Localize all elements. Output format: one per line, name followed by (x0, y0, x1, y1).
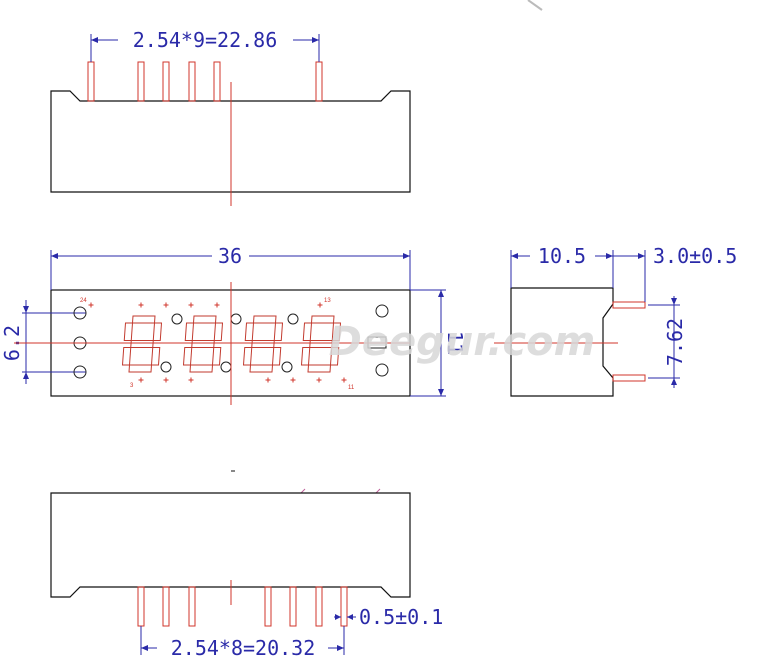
pin-marker (88, 302, 94, 308)
bottom-pin (264, 586, 272, 627)
pin-marker (163, 302, 169, 308)
digit-segment (184, 322, 195, 341)
pin-marker (341, 377, 347, 383)
side-pin (612, 374, 646, 382)
dot-led (281, 361, 293, 373)
bottom-view: 0.5±0.1 2.54*8=20.32 (50, 470, 443, 660)
seven-segment-digit (300, 315, 342, 373)
depth-label: 10.5 (538, 244, 586, 268)
top-pin (188, 61, 196, 102)
digit-segment (252, 315, 277, 324)
digit-segment (244, 322, 255, 341)
pin-width-label: 0.5±0.1 (359, 605, 443, 629)
digit-segment (249, 364, 274, 373)
indicator-led (73, 306, 87, 320)
pin-marker (317, 302, 323, 308)
dim-arrows (638, 253, 645, 259)
dot-led (160, 361, 172, 373)
digit-segment (309, 340, 333, 348)
digit-segment (273, 322, 284, 341)
bottom-pin (162, 586, 170, 627)
watermark: Deegur.com (329, 319, 596, 365)
top-pin (162, 61, 170, 102)
indicator-led (375, 304, 389, 318)
seven-segment-digit (242, 315, 284, 373)
top-view: 2.54*9=22.86 (50, 28, 411, 206)
pin-number-top-right: 13 (324, 298, 331, 304)
seven-segment-digit (121, 315, 163, 373)
top-pins (87, 61, 323, 102)
digit-segment (329, 347, 340, 366)
pin-markers (88, 302, 347, 383)
digit-segment (251, 340, 275, 348)
dot-led (287, 313, 299, 325)
digit-segment (300, 347, 311, 366)
digit-segment (128, 364, 153, 373)
seven-segment-digit (182, 315, 224, 373)
top-pin-pitch-label: 2.54*9=22.86 (133, 28, 278, 52)
digit-segment (302, 322, 313, 341)
top-pin (213, 61, 221, 102)
pin-number-bottom-right: 11 (348, 385, 355, 391)
height-label: 11 (443, 331, 467, 355)
digit-segment (307, 364, 332, 373)
seven-segment-digits (121, 315, 342, 373)
pin-length-label: 3.0±0.5 (653, 244, 737, 268)
row-spacing-label: 7.62 (663, 318, 687, 366)
bottom-pin (137, 586, 145, 627)
digit-segment (192, 315, 217, 324)
bottom-ticks (300, 488, 381, 494)
pin-marker (138, 377, 144, 383)
pin-marker (316, 377, 322, 383)
pin-marker (163, 377, 169, 383)
digit-segment (213, 322, 224, 341)
dot-led (230, 313, 242, 325)
top-pin (87, 61, 95, 102)
digit-segment (242, 347, 253, 366)
digit-segment (131, 315, 156, 324)
pin-marker (188, 377, 194, 383)
side-view-body (510, 287, 614, 397)
side-view: 10.5 3.0±0.5 7.62 (494, 244, 737, 397)
pin-number-bottom-left: 3 (130, 383, 134, 389)
bottom-pin (289, 586, 297, 627)
digit-segment (150, 347, 161, 366)
bottom-pins (137, 586, 348, 627)
pin-marker (138, 302, 144, 308)
digit-segment (123, 322, 134, 341)
bottom-pin (315, 586, 323, 627)
indicator-led (73, 365, 87, 379)
bottom-pin-pitch-label: 2.54*8=20.32 (171, 636, 316, 660)
bottom-pin (340, 586, 348, 627)
dot-led (171, 313, 183, 325)
corner-mark (527, 0, 543, 11)
digit-segment (271, 347, 282, 366)
top-pin (137, 61, 145, 102)
front-view: 36 11 6.2 24 13 3 11 (0, 244, 467, 405)
digit-segment (182, 347, 193, 366)
bottom-pin (188, 586, 196, 627)
dot-led (220, 361, 232, 373)
digit-segment (191, 340, 215, 348)
bottom-view-body (50, 492, 411, 598)
side-pin (612, 301, 646, 309)
digit-segment (331, 322, 342, 341)
digit-segment (211, 347, 222, 366)
pin-marker (290, 377, 296, 383)
top-view-body (50, 90, 411, 193)
digit-segment (152, 322, 163, 341)
top-pin (315, 61, 323, 102)
digit-segment (121, 347, 132, 366)
dim-arrows (335, 614, 353, 620)
pin-number-top-left: 24 (80, 298, 87, 304)
pin-marker (265, 377, 271, 383)
indicator-led (375, 363, 389, 377)
digit-segment (130, 340, 154, 348)
pin-marker (188, 302, 194, 308)
pin-marker (214, 302, 220, 308)
width-label: 36 (218, 244, 242, 268)
digit-segment (189, 364, 214, 373)
